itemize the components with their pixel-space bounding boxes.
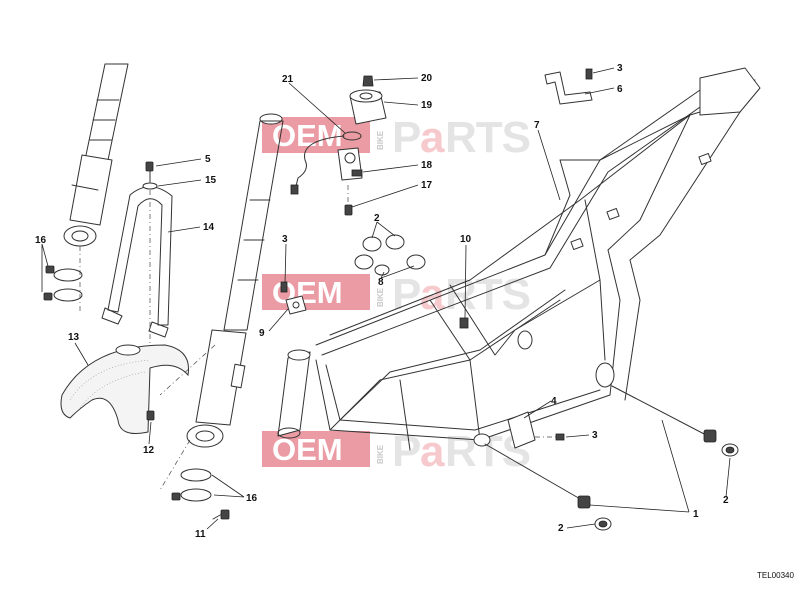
watermark-top: OEM BIKE P a RTS bbox=[262, 113, 531, 162]
drawing-code: TEL00340 bbox=[757, 571, 794, 580]
bracket-6 bbox=[544, 68, 593, 105]
bolt-11 bbox=[212, 509, 230, 520]
watermark-bike-text: BIKE bbox=[376, 130, 385, 150]
rubber-mounts-2 bbox=[354, 234, 426, 276]
callout-13: 13 bbox=[68, 332, 80, 343]
callout-10: 10 bbox=[460, 234, 472, 245]
sensor-cable-21 bbox=[290, 131, 362, 195]
clamp-rings-16-left bbox=[43, 265, 83, 302]
cap-nut-20 bbox=[362, 75, 374, 87]
axle-upper bbox=[611, 385, 717, 443]
callout-7: 7 bbox=[534, 120, 540, 131]
left-fork-leg bbox=[63, 63, 129, 247]
callout-3-lower: 3 bbox=[592, 430, 598, 441]
callout-11: 11 bbox=[195, 529, 206, 540]
watermark-parts-p: P bbox=[392, 113, 420, 162]
watermark-oem-text: OEM bbox=[272, 275, 343, 310]
front-fender bbox=[60, 344, 190, 434]
clamp-rings-16-right bbox=[171, 468, 212, 502]
watermark-oem-text: OEM bbox=[272, 118, 343, 153]
watermark-bike-text: BIKE bbox=[376, 287, 385, 307]
callout-6: 6 bbox=[617, 84, 623, 95]
axle-lower bbox=[484, 443, 591, 509]
callout-16-left: 16 bbox=[35, 235, 47, 246]
callout-2-bottom: 2 bbox=[558, 523, 564, 534]
callout-15: 15 bbox=[205, 175, 217, 186]
callout-labels: 5 15 14 16 13 12 16 11 20 19 21 18 17 2 … bbox=[35, 63, 729, 540]
watermark-middle: OEM BIKE P a RTS bbox=[262, 270, 531, 319]
watermark-bike-text: BIKE bbox=[376, 444, 385, 464]
sensor-bracket-18 bbox=[337, 147, 363, 181]
watermark-parts-a: a bbox=[420, 427, 445, 476]
callout-2-right: 2 bbox=[723, 495, 729, 506]
callout-16-right: 16 bbox=[246, 493, 258, 504]
bolt-12 bbox=[146, 410, 155, 421]
washer-15 bbox=[142, 182, 158, 190]
callout-12: 12 bbox=[143, 445, 155, 456]
callout-14: 14 bbox=[203, 222, 215, 233]
right-fork-leg bbox=[186, 113, 284, 448]
watermark-parts-a: a bbox=[420, 113, 445, 162]
bracket-4 bbox=[507, 411, 565, 449]
fastener-screw-5 bbox=[145, 161, 154, 183]
callout-3-top: 3 bbox=[617, 63, 623, 74]
fender-brace bbox=[101, 186, 173, 338]
callout-19: 19 bbox=[421, 100, 433, 111]
callout-9: 9 bbox=[259, 328, 265, 339]
callout-3-left: 3 bbox=[282, 234, 288, 245]
callout-18: 18 bbox=[421, 160, 433, 171]
callout-4: 4 bbox=[551, 396, 557, 407]
screw-17 bbox=[344, 185, 353, 216]
callout-21: 21 bbox=[282, 74, 294, 85]
callout-2-mounts: 2 bbox=[374, 213, 380, 224]
callout-17: 17 bbox=[421, 180, 433, 191]
main-frame bbox=[277, 67, 761, 451]
callout-20: 20 bbox=[421, 73, 433, 84]
callout-1: 1 bbox=[693, 509, 699, 520]
callout-8: 8 bbox=[378, 277, 384, 288]
watermark-parts-rts: RTS bbox=[445, 113, 530, 162]
bracket-9 bbox=[280, 281, 307, 315]
watermark-parts-rts: RTS bbox=[445, 270, 530, 319]
watermark-parts-p: P bbox=[392, 270, 420, 319]
bearing-housing-19 bbox=[349, 89, 387, 125]
plug-caps-2 bbox=[594, 443, 739, 531]
callout-5: 5 bbox=[205, 154, 211, 165]
leader-lines bbox=[41, 67, 731, 530]
